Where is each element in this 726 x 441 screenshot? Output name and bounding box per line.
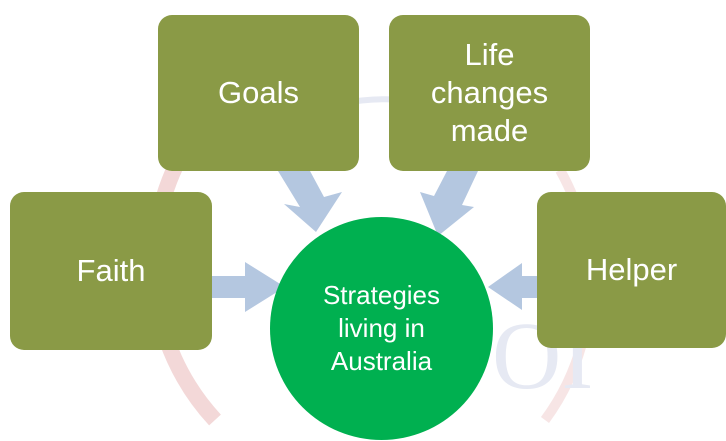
node-goals: Goals [158,15,359,171]
node-faith: Faith [10,192,212,350]
node-helper-label: Helper [585,252,678,288]
node-life-changes: Life changes made [389,15,590,171]
node-life-changes-label: Life changes made [430,37,549,148]
center-node-label: Strategies living in Australia [322,279,441,376]
arrow-faith-to-center [212,262,285,312]
node-helper: Helper [537,192,726,348]
center-node: Strategies living in Australia [270,217,493,440]
node-goals-label: Goals [218,75,299,111]
arrow-life-changes-to-center [420,171,478,236]
arrow-goals-to-center [278,171,342,232]
arrow-helper-to-center [488,263,537,310]
node-faith-label: Faith [76,253,146,289]
